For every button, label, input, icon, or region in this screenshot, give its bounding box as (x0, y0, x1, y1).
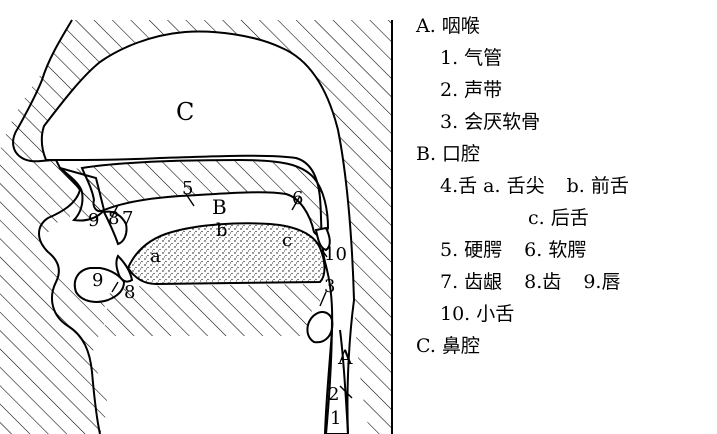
label-vocal-cords: 2 (328, 384, 339, 405)
label-epiglottis: 3 (324, 276, 335, 297)
legend-item-pharynx: A. 咽喉 (416, 10, 629, 42)
legend: A. 咽喉 1. 气管 2. 声带 3. 会厌软骨 B. 口腔 4.舌 a. 舌… (416, 10, 629, 362)
legend-alveolar-ridge: 7. 齿龈 (440, 271, 502, 293)
legend-teeth: 8.齿 (524, 271, 561, 293)
label-lower-lip: 9 (92, 270, 103, 291)
vocal-tract-diagram: C B A 5 6 10 3 2 1 9 8 7 9 8 a b c (0, 0, 405, 434)
label-upper-teeth: 8 (108, 208, 119, 229)
label-pharynx: A (337, 345, 353, 369)
legend-item-trachea: 1. 气管 (416, 42, 629, 74)
legend-item-epiglottis: 3. 会厌软骨 (416, 106, 629, 138)
legend-front-tongue: b. 前舌 (567, 175, 629, 197)
label-upper-lip: 9 (88, 210, 99, 231)
label-uvula: 10 (324, 244, 347, 265)
legend-lips: 9.唇 (583, 271, 620, 293)
legend-tongue-tip: 4.舌 a. 舌尖 (440, 175, 545, 197)
epiglottis (307, 312, 332, 342)
label-hard-palate: 5 (182, 178, 193, 199)
legend-item-teeth-lips: 7. 齿龈 8.齿 9.唇 (416, 266, 629, 298)
label-oral-cavity: B (212, 195, 227, 219)
label-soft-palate: 6 (292, 188, 303, 209)
legend-item-palates: 5. 硬腭 6. 软腭 (416, 234, 629, 266)
label-nasal-cavity: C (176, 98, 194, 126)
label-lower-teeth: 8 (124, 282, 135, 303)
legend-hard-palate: 5. 硬腭 (440, 239, 502, 261)
label-front-tongue: b (216, 220, 228, 241)
legend-item-nasal-cavity: C. 鼻腔 (416, 330, 629, 362)
legend-item-uvula: 10. 小舌 (416, 298, 629, 330)
legend-item-vocal-cords: 2. 声带 (416, 74, 629, 106)
legend-item-back-tongue: c. 后舌 (416, 202, 629, 234)
label-back-tongue: c (282, 230, 292, 251)
legend-item-oral-cavity: B. 口腔 (416, 138, 629, 170)
label-tongue-tip: a (150, 246, 161, 267)
label-trachea: 1 (330, 408, 341, 429)
label-alveolar-ridge: 7 (122, 208, 133, 229)
legend-soft-palate: 6. 软腭 (524, 239, 586, 261)
legend-item-tongue: 4.舌 a. 舌尖 b. 前舌 (416, 170, 629, 202)
